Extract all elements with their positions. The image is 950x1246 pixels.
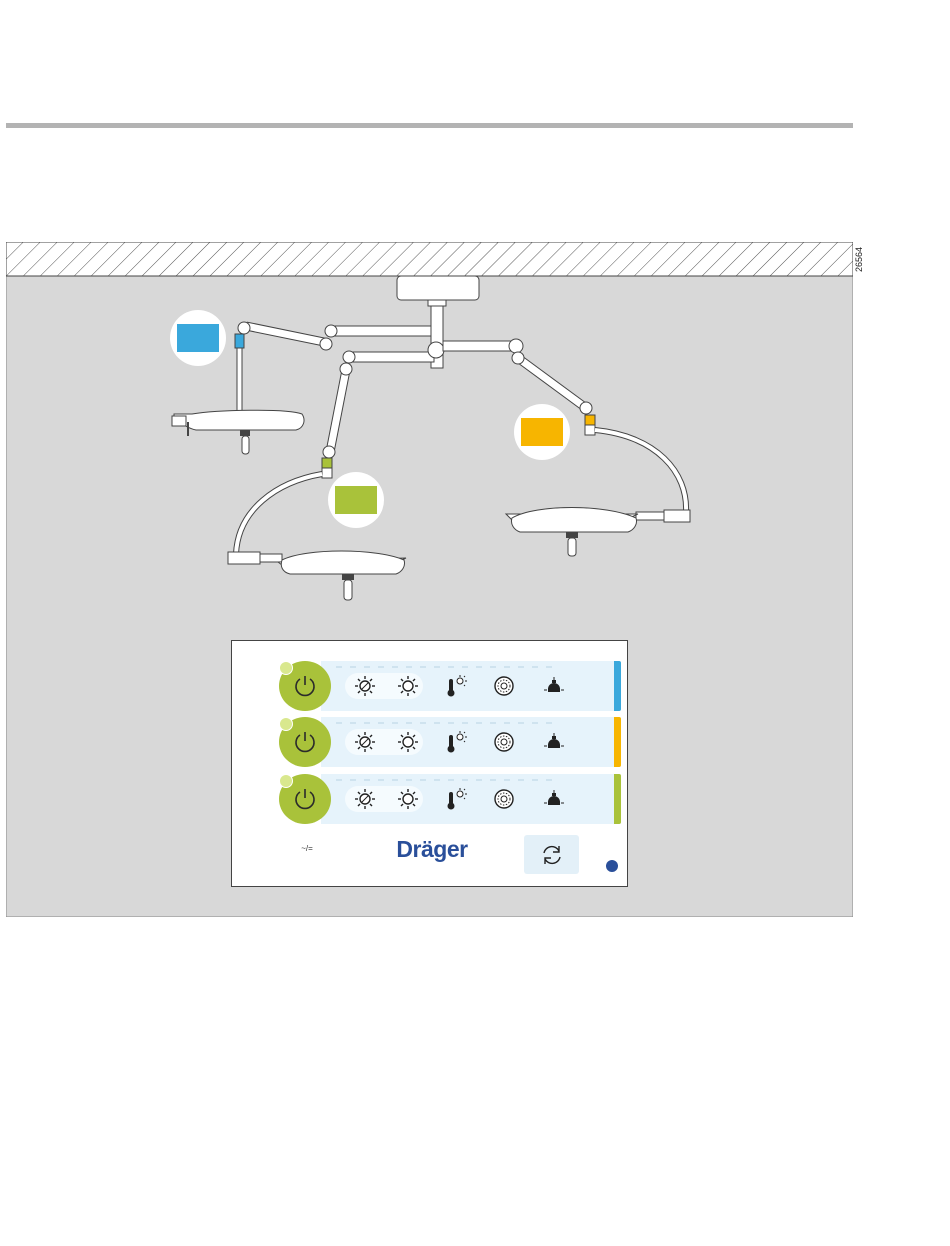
ambient-light-icon[interactable]: [541, 786, 567, 812]
header-rule: [6, 123, 853, 128]
power-button[interactable]: [279, 774, 331, 824]
ceiling-mount: [397, 276, 479, 300]
light-control-row-blue: [281, 661, 621, 711]
mains-power-indicator: ~/=: [292, 844, 322, 853]
power-icon: [292, 729, 318, 755]
row-color-bar-yellow: [614, 717, 621, 767]
status-led: [279, 717, 293, 731]
switch-light-button[interactable]: [524, 835, 579, 874]
info-icon: [606, 860, 618, 872]
light-field-icon[interactable]: [491, 673, 517, 699]
brightness-up-icon[interactable]: [395, 729, 421, 755]
brand-logo: Dräger: [382, 836, 482, 863]
status-led: [279, 774, 293, 788]
brightness-down-icon[interactable]: [352, 729, 378, 755]
power-icon: [292, 786, 318, 812]
light-control-row-yellow: [281, 717, 621, 767]
ceiling: [6, 242, 853, 276]
panel-footer: ~/= Dräger: [232, 826, 627, 886]
power-button[interactable]: [279, 661, 331, 711]
brightness-down-icon[interactable]: [352, 786, 378, 812]
status-led: [279, 661, 293, 675]
cycle-arrows-icon: [539, 843, 565, 867]
color-temperature-icon[interactable]: [443, 729, 469, 755]
color-temperature-icon[interactable]: [443, 786, 469, 812]
light-field-icon[interactable]: [491, 729, 517, 755]
color-temperature-icon[interactable]: [443, 673, 469, 699]
light-field-icon[interactable]: [491, 786, 517, 812]
brightness-up-icon[interactable]: [395, 673, 421, 699]
ambient-light-icon[interactable]: [541, 729, 567, 755]
figure-id: 26564: [852, 258, 866, 272]
power-icon: [292, 673, 318, 699]
row-color-bar-blue: [614, 661, 621, 711]
control-panel: ~/= Dräger: [231, 640, 628, 887]
light-control-row-green: [281, 774, 621, 824]
brightness-down-icon[interactable]: [352, 673, 378, 699]
ambient-light-icon[interactable]: [541, 673, 567, 699]
brightness-up-icon[interactable]: [395, 786, 421, 812]
row-color-bar-green: [614, 774, 621, 824]
power-button[interactable]: [279, 717, 331, 767]
